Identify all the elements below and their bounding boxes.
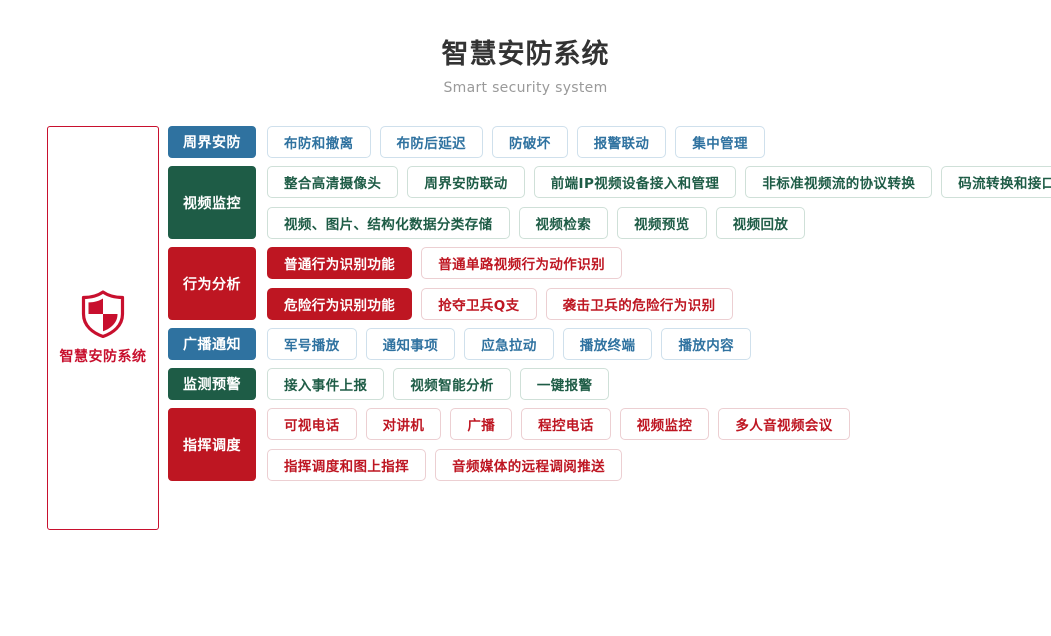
- page-title: 智慧安防系统: [441, 39, 610, 70]
- feature-pill[interactable]: 视频预览: [617, 207, 707, 239]
- feature-pill[interactable]: 防破坏: [492, 126, 568, 158]
- feature-pill[interactable]: 报警联动: [576, 126, 667, 158]
- feature-pill[interactable]: 通知事项: [365, 328, 456, 360]
- item-line: 普通行为识别功能 普通单路视频行为动作识别: [267, 247, 1051, 279]
- feature-pill[interactable]: 视频、图片、结构化数据分类存储: [267, 207, 510, 239]
- row-behavior-analysis: 行为分析 普通行为识别功能 普通单路视频行为动作识别 危险行为识别功能 抢夺卫兵…: [168, 247, 1051, 320]
- feature-pill[interactable]: 整合高清摄像头: [267, 166, 399, 198]
- feature-pill[interactable]: 播放终端: [562, 328, 653, 360]
- shield-icon: [80, 290, 126, 338]
- feature-pill[interactable]: 应急拉动: [464, 328, 554, 360]
- category-label-video-surveillance[interactable]: 视频监控: [168, 166, 256, 239]
- feature-pill[interactable]: 周界安防联动: [407, 166, 525, 198]
- feature-pill[interactable]: 视频检索: [518, 207, 609, 239]
- item-line: 军号播放 通知事项 应急拉动 播放终端 播放内容: [267, 328, 1051, 360]
- feature-pill-primary[interactable]: 危险行为识别功能: [267, 288, 413, 320]
- item-line: 指挥调度和图上指挥 音频媒体的远程调阅推送: [267, 449, 1051, 481]
- feature-pill-primary[interactable]: 普通行为识别功能: [267, 247, 413, 279]
- category-label-perimeter-security[interactable]: 周界安防: [168, 126, 256, 158]
- feature-pill[interactable]: 集中管理: [675, 126, 765, 158]
- feature-pill[interactable]: 布防和撤离: [267, 126, 371, 158]
- row-video-surveillance: 视频监控 整合高清摄像头 周界安防联动 前端IP视频设备接入和管理 非标准视频流…: [168, 166, 1051, 239]
- feature-pill[interactable]: 前端IP视频设备接入和管理: [533, 166, 737, 198]
- brand-label: 智慧安防系统: [59, 349, 147, 365]
- category-label-behavior-analysis[interactable]: 行为分析: [168, 247, 256, 320]
- feature-pill[interactable]: 非标准视频流的协议转换: [745, 166, 933, 198]
- feature-pill[interactable]: 指挥调度和图上指挥: [267, 449, 427, 481]
- row-broadcast-notification: 广播通知 军号播放 通知事项 应急拉动 播放终端 播放内容: [168, 328, 1051, 360]
- feature-pill[interactable]: 接入事件上报: [267, 368, 385, 400]
- category-rows: 周界安防 布防和撤离 布防后延迟 防破坏 报警联动 集中管理 视频监控 整合: [168, 126, 1051, 481]
- feature-pill[interactable]: 视频回放: [715, 207, 806, 239]
- feature-pill[interactable]: 多人音视频会议: [718, 408, 850, 440]
- item-line: 整合高清摄像头 周界安防联动 前端IP视频设备接入和管理 非标准视频流的协议转换…: [267, 166, 1051, 198]
- feature-pill[interactable]: 视频智能分析: [393, 368, 511, 400]
- architecture-board: 智慧安防系统 周界安防 布防和撤离 布防后延迟 防破坏 报警联动 集中管理: [0, 126, 1051, 530]
- feature-pill[interactable]: 布防后延迟: [379, 126, 483, 158]
- feature-pill[interactable]: 抢夺卫兵Q支: [421, 288, 537, 320]
- brand-panel: 智慧安防系统: [47, 126, 159, 530]
- category-label-monitoring-alert[interactable]: 监测预警: [168, 368, 256, 400]
- category-label-command-dispatch[interactable]: 指挥调度: [168, 408, 256, 481]
- feature-pill[interactable]: 一键报警: [519, 368, 610, 400]
- feature-pill[interactable]: 程控电话: [521, 408, 611, 440]
- page-subtitle: Smart security system: [443, 79, 608, 96]
- row-perimeter-security: 周界安防 布防和撤离 布防后延迟 防破坏 报警联动 集中管理: [168, 126, 1051, 158]
- feature-pill[interactable]: 视频监控: [619, 408, 710, 440]
- row-command-dispatch: 指挥调度 可视电话 对讲机 广播 程控电话 视频监控 多人音视频会议 指挥调度和…: [168, 408, 1051, 481]
- feature-pill[interactable]: 可视电话: [267, 408, 357, 440]
- feature-pill[interactable]: 军号播放: [267, 328, 357, 360]
- feature-pill[interactable]: 对讲机: [365, 408, 442, 440]
- page-header: 智慧安防系统 Smart security system: [0, 0, 1051, 96]
- feature-pill[interactable]: 普通单路视频行为动作识别: [421, 247, 623, 279]
- feature-pill[interactable]: 音频媒体的远程调阅推送: [435, 449, 623, 481]
- feature-pill[interactable]: 广播: [450, 408, 513, 440]
- feature-pill[interactable]: 袭击卫兵的危险行为识别: [545, 288, 733, 320]
- category-label-broadcast-notification[interactable]: 广播通知: [168, 328, 256, 360]
- item-line: 视频、图片、结构化数据分类存储 视频检索 视频预览 视频回放: [267, 207, 1051, 239]
- item-line: 接入事件上报 视频智能分析 一键报警: [267, 368, 1051, 400]
- feature-pill[interactable]: 码流转换和接口转换: [941, 166, 1051, 198]
- item-line: 布防和撤离 布防后延迟 防破坏 报警联动 集中管理: [267, 126, 1051, 158]
- item-line: 可视电话 对讲机 广播 程控电话 视频监控 多人音视频会议: [267, 408, 1051, 440]
- feature-pill[interactable]: 播放内容: [661, 328, 752, 360]
- item-line: 危险行为识别功能 抢夺卫兵Q支 袭击卫兵的危险行为识别: [267, 288, 1051, 320]
- row-monitoring-alert: 监测预警 接入事件上报 视频智能分析 一键报警: [168, 368, 1051, 400]
